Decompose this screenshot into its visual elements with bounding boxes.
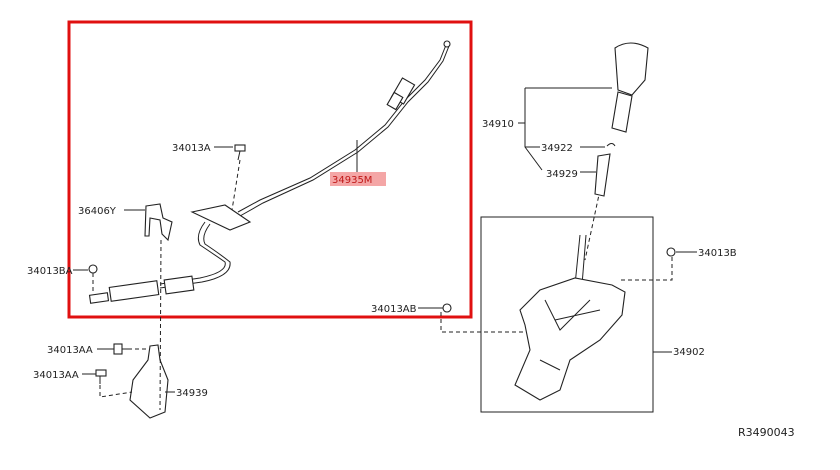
nut-34013AB[interactable] xyxy=(442,303,452,313)
label-34013A: 34013A xyxy=(172,143,211,154)
label-34902: 34902 xyxy=(673,347,705,358)
label-34929: 34929 xyxy=(546,169,578,180)
bracket-36406Y[interactable] xyxy=(144,203,173,242)
label-34922: 34922 xyxy=(541,143,573,154)
bolt-34013A[interactable] xyxy=(234,144,246,161)
nut-34013B[interactable] xyxy=(666,247,676,257)
label-34935M[interactable]: 34935M xyxy=(332,175,372,186)
nut-34013BA[interactable] xyxy=(88,264,98,274)
bracket-34939[interactable] xyxy=(129,344,169,419)
bolt-34013AA-2[interactable] xyxy=(95,369,107,384)
label-36406Y: 36406Y xyxy=(78,206,117,217)
highlight-frame xyxy=(67,20,473,319)
reference-code: R3490043 xyxy=(738,426,795,439)
label-34910: 34910 xyxy=(482,119,514,130)
spring-34922[interactable] xyxy=(606,143,616,147)
label-34013AA-1: 34013AA xyxy=(47,345,93,356)
label-34939: 34939 xyxy=(176,388,208,399)
shifter-assembly-34902[interactable] xyxy=(514,234,626,401)
shift-knob-34910[interactable] xyxy=(611,42,649,133)
assembly-box xyxy=(480,216,654,413)
label-34013AB: 34013AB xyxy=(371,304,417,315)
highlight-label-bg xyxy=(330,172,386,186)
label-34013B: 34013B xyxy=(698,248,737,259)
label-34013BA: 34013BA xyxy=(27,266,73,277)
label-34013AA-2: 34013AA xyxy=(33,370,79,381)
sleeve-34929[interactable] xyxy=(594,153,611,197)
bolt-34013AA-1[interactable] xyxy=(113,343,129,355)
shift-cable-part[interactable] xyxy=(88,40,451,304)
